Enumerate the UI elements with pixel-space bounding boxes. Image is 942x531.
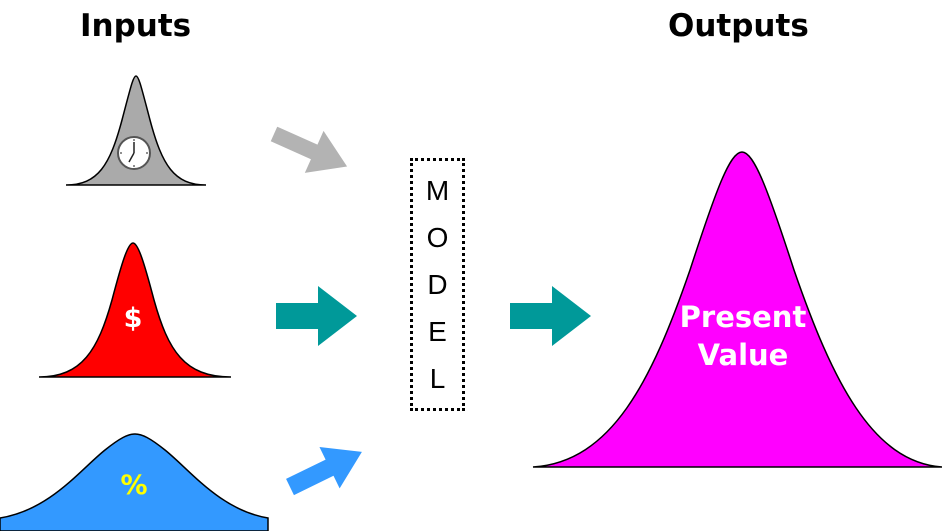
- rate-distribution-curve: [0, 433, 269, 531]
- outputs-heading: Outputs: [668, 8, 809, 44]
- teal-input-arrow-icon: [276, 286, 357, 346]
- cash-distribution-curve: [38, 242, 232, 378]
- clock-icon: [117, 136, 151, 170]
- model-letter: D: [427, 268, 448, 300]
- present-value-label: Present Value: [648, 298, 838, 374]
- blue-arrow-icon: [286, 447, 362, 496]
- time-distribution-curve: [65, 75, 207, 186]
- present-value-line1: Present: [679, 300, 807, 334]
- model-letter: O: [426, 221, 449, 253]
- model-letter: M: [425, 174, 450, 206]
- teal-output-arrow-icon: [510, 286, 591, 346]
- dollar-label: $: [123, 303, 143, 334]
- present-value-distribution-curve: [532, 151, 942, 468]
- percent-label: %: [120, 470, 148, 501]
- model-box: M O D E L: [410, 158, 465, 411]
- model-letter: E: [428, 315, 447, 347]
- present-value-line2: Value: [697, 338, 789, 372]
- inputs-heading: Inputs: [80, 8, 192, 44]
- gray-arrow-icon: [270, 126, 348, 173]
- model-letter: L: [429, 362, 446, 394]
